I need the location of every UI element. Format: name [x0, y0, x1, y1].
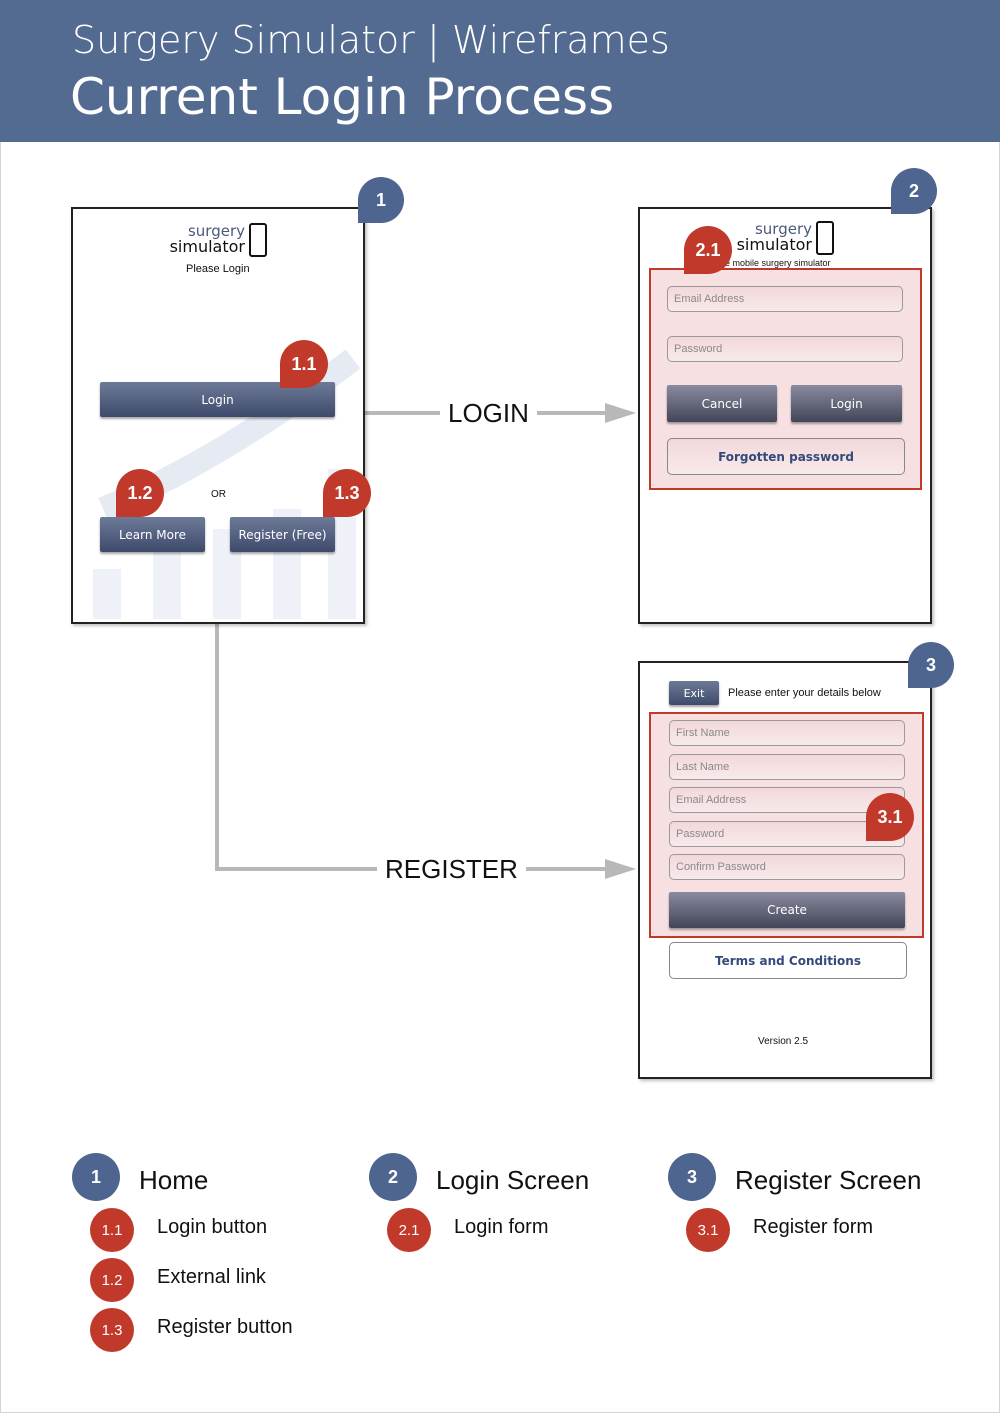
register-button[interactable]: Register (Free)	[230, 517, 335, 552]
logo-word-surgery: surgery	[187, 222, 245, 240]
legend-register-form-label: Register form	[753, 1216, 874, 1238]
screen-3-badge: 3	[908, 642, 954, 688]
screen-1-badge: 1	[358, 177, 404, 223]
or-text: OR	[211, 489, 226, 500]
first-name-field[interactable]: First Name	[669, 720, 905, 746]
home-screen: surgery simulator Please Login Login OR …	[71, 207, 365, 624]
legend-badge-3-1: 3.1	[686, 1208, 730, 1252]
forgotten-password-button[interactable]: Forgotten password	[667, 438, 905, 475]
legend-badge-2-1: 2.1	[387, 1208, 431, 1252]
login-arrowhead	[605, 403, 636, 423]
legend-external-link-label: External link	[157, 1266, 266, 1288]
login-submit-button[interactable]: Login	[791, 385, 902, 422]
login-arrow-label: LOGIN	[440, 398, 537, 429]
learn-more-button[interactable]: Learn More	[100, 517, 205, 552]
legend-badge-1-2: 1.2	[90, 1258, 134, 1302]
legend-badge-1-1: 1.1	[90, 1208, 134, 1252]
register-email-field[interactable]: Email Address	[669, 787, 905, 813]
confirm-password-field[interactable]: Confirm Password	[669, 854, 905, 880]
legend-login-title: Login Screen	[436, 1165, 590, 1195]
logo-word-simulator: simulator	[736, 235, 812, 254]
register-arrowhead	[605, 859, 636, 879]
create-button[interactable]: Create	[669, 892, 905, 928]
badge-1-3: 1.3	[323, 469, 371, 517]
phone-touch-icon	[249, 223, 267, 257]
register-screen: Exit Please enter your details below Fir…	[638, 661, 932, 1079]
legend-login-button-label: Login button	[157, 1216, 268, 1238]
logo-word-surgery: surgery	[754, 220, 812, 238]
screen-2-badge: 2	[891, 168, 937, 214]
app-logo: surgery simulator	[165, 223, 245, 255]
exit-button[interactable]: Exit	[669, 681, 719, 705]
header-subtitle: Current Login Process	[70, 68, 615, 126]
cancel-button[interactable]: Cancel	[667, 385, 777, 422]
register-instruction-text: Please enter your details below	[728, 687, 881, 699]
register-arrow-label: REGISTER	[377, 854, 526, 885]
last-name-field[interactable]: Last Name	[669, 754, 905, 780]
version-text: Version 2.5	[758, 1036, 809, 1047]
terms-button[interactable]: Terms and Conditions	[669, 942, 907, 979]
legend-register-badge: 3	[668, 1153, 716, 1201]
phone-touch-icon	[816, 221, 834, 255]
please-login-text: Please Login	[186, 263, 250, 275]
legend-register-button-label: Register button	[157, 1316, 293, 1338]
badge-1-1: 1.1	[280, 340, 328, 388]
app-logo: surgery simulator	[732, 221, 812, 253]
password-field[interactable]: Password	[667, 336, 903, 362]
register-connector	[215, 622, 608, 871]
page-header: Surgery Simulator | Wireframes Current L…	[0, 0, 1000, 142]
register-password-field[interactable]: Password	[669, 821, 905, 847]
legend-register-title: Register Screen	[735, 1165, 922, 1195]
legend-login-form-label: Login form	[454, 1216, 549, 1238]
legend-home-title: Home	[139, 1165, 209, 1195]
header-title: Surgery Simulator | Wireframes	[72, 18, 670, 62]
badge-2-1: 2.1	[684, 226, 732, 274]
login-screen: surgery simulator he mobile surgery simu…	[638, 207, 932, 624]
legend-login-badge: 2	[369, 1153, 417, 1201]
badge-1-2: 1.2	[116, 469, 164, 517]
tagline-text: he mobile surgery simulator	[720, 258, 831, 268]
logo-word-simulator: simulator	[169, 237, 245, 256]
badge-3-1: 3.1	[866, 793, 914, 841]
email-field[interactable]: Email Address	[667, 286, 903, 312]
legend-badge-1-3: 1.3	[90, 1308, 134, 1352]
legend-home-badge: 1	[72, 1153, 120, 1201]
